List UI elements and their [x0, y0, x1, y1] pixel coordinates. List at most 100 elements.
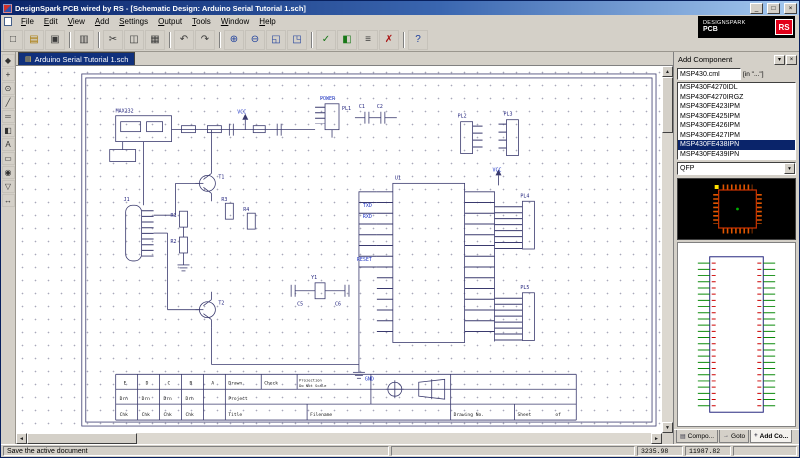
component-list-item[interactable]: MSP430F4270IRGZ: [678, 93, 795, 103]
zoom-full-icon[interactable]: ◳: [287, 30, 307, 50]
paste-icon[interactable]: ▦: [145, 30, 165, 50]
component-list-item[interactable]: MSP430FE423IPM: [678, 102, 795, 112]
status-spacer: [391, 446, 635, 456]
menu-output[interactable]: Output: [153, 16, 187, 27]
component-list-item[interactable]: MSP430FE426IPM: [678, 121, 795, 131]
menu-tools[interactable]: Tools: [187, 16, 216, 27]
schematic-text: PL3: [503, 112, 512, 118]
redo-icon[interactable]: ↷: [195, 30, 215, 50]
add-component-icon[interactable]: ◧: [2, 124, 15, 137]
tab-components[interactable]: ▤Compo...: [676, 430, 718, 443]
check-design-icon[interactable]: ✓: [316, 30, 336, 50]
zoom-tool-icon[interactable]: ⊙: [2, 82, 15, 95]
add-bus-icon[interactable]: ═: [2, 110, 15, 123]
component-list-item[interactable]: MSP430FE439IPN: [678, 150, 795, 160]
select-tool-icon[interactable]: ◆: [2, 54, 15, 67]
add-pad-icon[interactable]: ◉: [2, 166, 15, 179]
component-list-item[interactable]: MSP430FE427IPM: [678, 131, 795, 141]
schematic-canvas[interactable]: MAX232VCCPOWERPL1C1C2PL2PL3J1T1T2R1R2R3R…: [16, 66, 662, 433]
schematic-text: POWER: [320, 96, 335, 102]
tab-add-component[interactable]: +Add Co...: [750, 430, 792, 443]
component-list-item[interactable]: MSP430FE438IPN: [678, 140, 795, 150]
schematic-text: C5: [297, 302, 303, 308]
component-search-input[interactable]: [677, 68, 741, 80]
add-shape-icon[interactable]: ▭: [2, 152, 15, 165]
delete-icon[interactable]: ✗: [379, 30, 399, 50]
cut-icon[interactable]: ✂: [103, 30, 123, 50]
undo-icon[interactable]: ↶: [174, 30, 194, 50]
schematic-text: MAX232: [116, 109, 134, 115]
schematic-text: Projection: [299, 377, 322, 382]
add-power-icon[interactable]: ▽: [2, 180, 15, 193]
menu-settings[interactable]: Settings: [114, 16, 153, 27]
schematic-text: PL1: [342, 106, 351, 112]
component-list[interactable]: MSP430F4270IDLMSP430F4270IRGZMSP430FE423…: [677, 82, 796, 160]
panel-header: Add Component ▾ ×: [674, 52, 799, 66]
zoom-out-icon[interactable]: ⊖: [245, 30, 265, 50]
schematic-text: Title: [228, 412, 242, 418]
panel-tab-icon: +: [754, 433, 758, 439]
horizontal-scroll-thumb[interactable]: [27, 433, 137, 444]
menu-view[interactable]: View: [63, 16, 90, 27]
add-wire-icon[interactable]: ╱: [2, 96, 15, 109]
menu-window[interactable]: Window: [216, 16, 254, 27]
chevron-down-icon[interactable]: ▾: [784, 163, 795, 174]
horizontal-scrollbar[interactable]: ◄ ►: [16, 433, 662, 444]
scroll-up-icon[interactable]: ▲: [662, 66, 673, 77]
vertical-scrollbar[interactable]: ▲ ▼: [662, 66, 673, 433]
schematic-text: T1: [218, 174, 224, 180]
schematic-text: RESET: [357, 257, 372, 263]
component-list-item[interactable]: MSP430FE425IPM: [678, 112, 795, 122]
open-icon[interactable]: ▤: [24, 30, 44, 50]
schematic-text: Project: [228, 396, 248, 402]
document-tab[interactable]: ▤ Arduino Serial Tutorial 1.sch: [18, 52, 135, 65]
canvas-zone: MAX232VCCPOWERPL1C1C2PL2PL3J1T1T2R1R2R3R…: [16, 66, 673, 444]
menu-file[interactable]: File: [16, 16, 39, 27]
maximize-button[interactable]: □: [767, 3, 780, 14]
schematic-text: T2: [218, 301, 224, 307]
translate-to-pcb-icon[interactable]: ◧: [337, 30, 357, 50]
scroll-left-icon[interactable]: ◄: [16, 433, 27, 444]
print-icon[interactable]: ▥: [74, 30, 94, 50]
vertical-scroll-thumb[interactable]: [662, 77, 673, 133]
menu-edit[interactable]: Edit: [39, 16, 63, 27]
add-text-icon[interactable]: A: [2, 138, 15, 151]
schematic-text: PL5: [520, 285, 529, 291]
tool-palette: ◆+⊙╱═◧A▭◉▽↔: [1, 52, 16, 444]
document-tab-row: ▤ Arduino Serial Tutorial 1.sch: [16, 52, 673, 66]
menu-add[interactable]: Add: [90, 16, 114, 27]
component-list-item[interactable]: MSP430F4270IDL: [678, 83, 795, 93]
separator: [308, 30, 315, 50]
new-file-icon[interactable]: □: [3, 30, 23, 50]
schematic-text: U1: [395, 175, 401, 181]
library-manager-icon[interactable]: ≡: [358, 30, 378, 50]
zoom-window-icon[interactable]: ◱: [266, 30, 286, 50]
panel-menu-icon[interactable]: ▾: [774, 55, 785, 65]
save-icon[interactable]: ▣: [45, 30, 65, 50]
copy-icon[interactable]: ◫: [124, 30, 144, 50]
schematic-text: E: [124, 380, 127, 386]
menu-help[interactable]: Help: [254, 16, 280, 27]
tab-goto[interactable]: →Goto: [719, 430, 749, 443]
panel-tab-icon: ▤: [680, 433, 686, 440]
schematic-text: RXD: [363, 214, 372, 220]
pan-tool-icon[interactable]: +: [2, 68, 15, 81]
cursor-y-readout: 11987.82: [685, 446, 731, 456]
measure-icon[interactable]: ↔: [2, 194, 15, 207]
zoom-in-icon[interactable]: ⊕: [224, 30, 244, 50]
close-button[interactable]: ×: [784, 3, 797, 14]
status-message: Save the active document: [3, 446, 389, 456]
scroll-right-icon[interactable]: ►: [651, 433, 662, 444]
footprint-preview: [677, 178, 796, 240]
rs-badge: RS: [775, 19, 793, 35]
scroll-down-icon[interactable]: ▼: [662, 422, 673, 433]
separator: [66, 30, 73, 50]
schematic-text: Chk: [164, 412, 173, 418]
schematic-svg: MAX232VCCPOWERPL1C1C2PL2PL3J1T1T2R1R2R3R…: [16, 66, 662, 433]
search-scope-hint: [in "..."]: [743, 71, 764, 78]
help-icon[interactable]: ?: [408, 30, 428, 50]
panel-close-icon[interactable]: ×: [786, 55, 797, 65]
package-select[interactable]: QFP ▾: [677, 162, 796, 175]
document-icon: [4, 17, 12, 26]
minimize-button[interactable]: _: [750, 3, 763, 14]
